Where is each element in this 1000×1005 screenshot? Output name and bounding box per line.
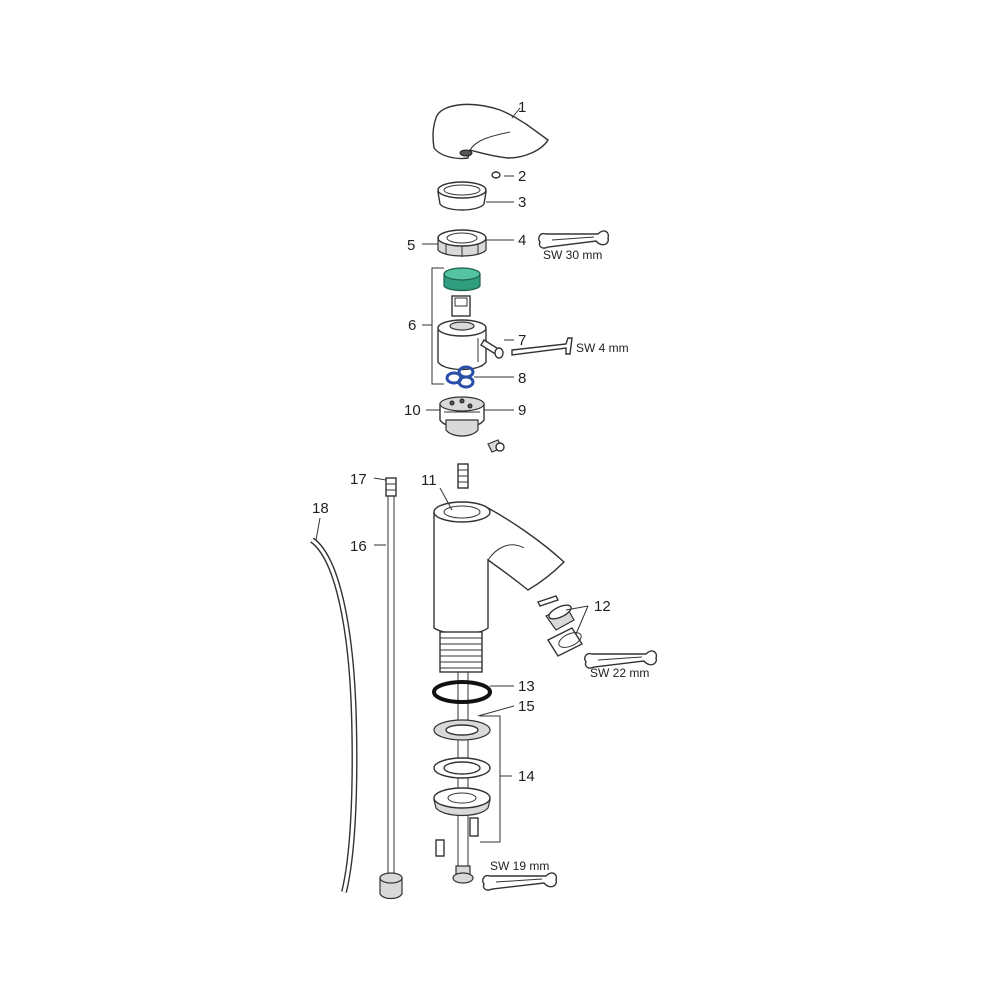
callout-18: 18 [312, 500, 329, 517]
bracket-14 [480, 715, 501, 843]
callout-15: 15 [518, 698, 535, 715]
part-faucet-body [433, 463, 566, 884]
callout-3: 3 [518, 194, 526, 211]
tool-label-sw4: SW 4 mm [576, 341, 629, 355]
part-handle [432, 103, 549, 160]
part-set-screw [487, 439, 505, 453]
part-aerator [537, 595, 584, 657]
part-pin [480, 339, 504, 359]
part-base-unit [439, 396, 485, 437]
hex-key-icon [511, 337, 573, 356]
leader-lines [315, 107, 589, 717]
callout-5: 5 [407, 237, 415, 254]
wrench-icon-19 [482, 872, 558, 891]
part-flex-hose [310, 537, 358, 893]
part-supply-hose [379, 477, 403, 900]
callout-8: 8 [518, 370, 526, 387]
tool-labels: SW 30 mm SW 4 mm SW 22 mm SW 19 mm [490, 248, 649, 873]
part-cover-sleeve [437, 181, 487, 211]
tool-label-sw22: SW 22 mm [590, 666, 649, 680]
callout-4: 4 [518, 232, 526, 249]
part-grub-screw [491, 171, 501, 179]
tool-label-sw19: SW 19 mm [490, 859, 549, 873]
callout-17: 17 [350, 471, 367, 488]
callout-labels: 1 2 3 4 5 6 7 8 9 10 11 12 13 14 15 16 1… [312, 99, 611, 785]
callout-7: 7 [518, 332, 526, 349]
callout-11: 11 [421, 472, 437, 489]
callout-14: 14 [518, 768, 535, 785]
part-washer [433, 719, 491, 741]
part-o-rings [445, 365, 475, 389]
part-cartridge [437, 267, 487, 371]
callout-12: 12 [594, 598, 611, 615]
part-support-washer [433, 757, 491, 779]
callout-2: 2 [518, 168, 526, 185]
callout-1: 1 [518, 99, 526, 116]
callout-6: 6 [408, 317, 416, 334]
part-retaining-nut [437, 229, 487, 257]
callout-10: 10 [404, 402, 421, 419]
part-gasket-ring [432, 680, 492, 704]
callout-13: 13 [518, 678, 535, 695]
part-mounting-plate [433, 787, 491, 857]
callout-16: 16 [350, 538, 367, 555]
wrench-icon-30 [538, 230, 610, 249]
bracket-6 [431, 267, 444, 385]
wrench-icon-22 [584, 650, 658, 669]
callout-9: 9 [518, 402, 526, 419]
tool-label-sw30: SW 30 mm [543, 248, 602, 262]
